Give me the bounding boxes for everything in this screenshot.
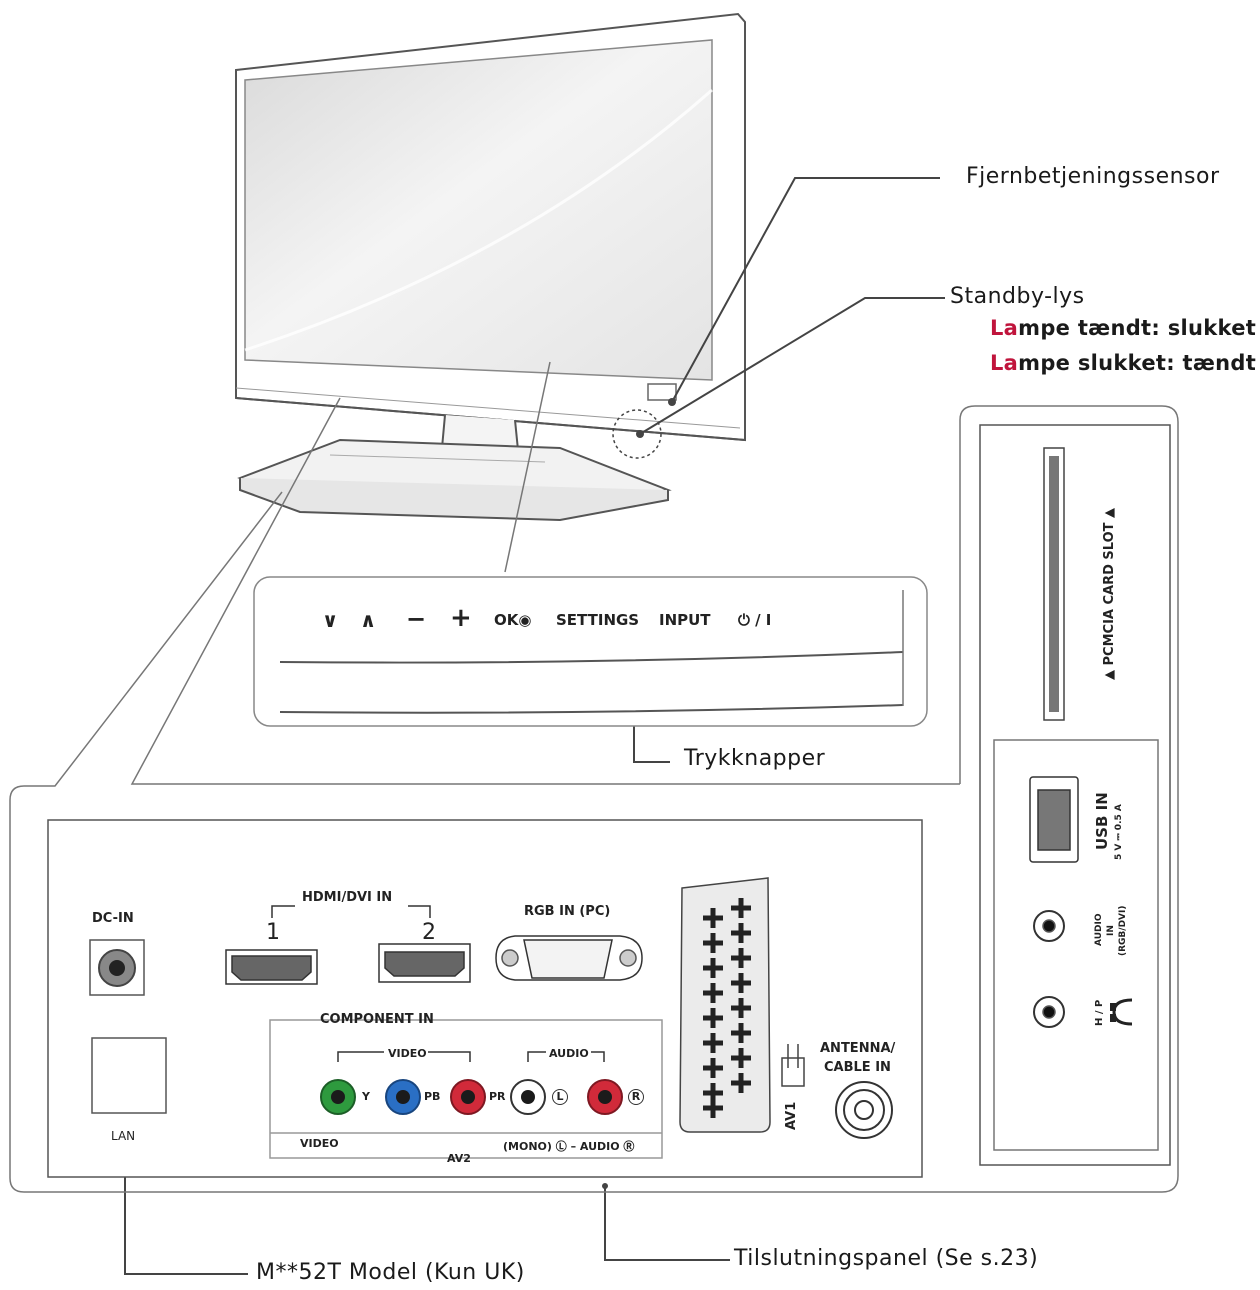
cable-in-label: CABLE IN: [824, 1060, 891, 1075]
hp-label: H / P: [1094, 999, 1105, 1026]
zoom-outlines: [9, 361, 1179, 1193]
push-buttons-label: Trykknapper: [684, 746, 826, 771]
component-audio-group-label: AUDIO: [549, 1047, 589, 1060]
scart-pins: [703, 898, 751, 1118]
hdmi-1-port-icon: [231, 955, 312, 981]
lamp-off-prefix: La: [990, 351, 1019, 375]
remote-sensor-label: Fjernbetjeningssensor: [966, 164, 1220, 189]
audio-l-jack-icon: [510, 1079, 546, 1115]
pr-jack-icon: [450, 1079, 486, 1115]
hdmi-2-label: 2: [422, 920, 436, 945]
minus-button-label: −: [406, 605, 427, 633]
leader-lines: [124, 177, 945, 1275]
lan-port-icon: [91, 1037, 167, 1114]
usb-port-icon: [1037, 789, 1071, 851]
r-label: R: [628, 1089, 644, 1105]
pb-jack-icon: [385, 1079, 421, 1115]
pr-label: PR: [489, 1090, 506, 1103]
rgb-vga-port-icon: [523, 939, 613, 979]
model-note-label: M**52T Model (Kun UK): [256, 1260, 525, 1285]
settings-button-label: SETTINGS: [556, 611, 640, 629]
plus-button-label: +: [450, 603, 472, 633]
ok-button-label: OK◉: [494, 611, 532, 629]
pcmcia-slot-label: ▲ PCMCIA CARD SLOT ▲: [1102, 507, 1117, 680]
scart-av1-port-icon: [679, 877, 771, 1133]
power-button-label: ⏻ / I: [738, 611, 772, 629]
lamp-off-rest: mpe slukket: tændt: [1018, 351, 1257, 375]
audio-in-label-3: (RGB/DVI): [1118, 905, 1128, 956]
lan-label: LAN: [111, 1129, 136, 1143]
hdmi-2-port-icon: [384, 951, 465, 977]
rgb-in-label: RGB IN (PC): [524, 904, 611, 919]
connection-panel-label: Tilslutningspanel (Se s.23): [734, 1246, 1039, 1271]
headphone-icon: [1112, 998, 1133, 1026]
component-in-label: COMPONENT IN: [320, 1012, 434, 1027]
control-panel: [253, 576, 928, 727]
rear-panel: [47, 819, 923, 1178]
input-button-label: INPUT: [659, 611, 711, 629]
lamp-on-prefix: La: [990, 316, 1019, 340]
standby-light-label: Standby-lys: [950, 284, 1085, 309]
dc-in-label: DC-IN: [92, 911, 134, 926]
l-label: L: [552, 1089, 568, 1105]
tv-monitor: [235, 12, 746, 522]
component-jacks: [320, 1079, 623, 1115]
pb-label: PB: [424, 1090, 441, 1103]
lamp-on-rest: mpe tændt: slukket: [1018, 316, 1257, 340]
hdmi-1-label: 1: [266, 920, 280, 945]
av1-label: AV1: [784, 1101, 799, 1130]
video-bottom-label: VIDEO: [300, 1137, 339, 1150]
mono-audio-label: (MONO) Ⓛ – AUDIO Ⓡ: [503, 1140, 635, 1153]
up-button-label: ∧: [360, 608, 377, 632]
av2-label: AV2: [447, 1152, 471, 1165]
audio-r-jack-icon: [587, 1079, 623, 1115]
audio-in-label-1: AUDIO: [1094, 913, 1104, 946]
side-panel: [979, 424, 1171, 1166]
lamp-off-label: Lampe slukket: tændt: [990, 351, 1256, 375]
y-jack-icon: [320, 1079, 356, 1115]
antenna-label: ANTENNA/: [820, 1041, 896, 1056]
lamp-on-label: Lampe tændt: slukket: [990, 316, 1256, 340]
y-label: Y: [362, 1090, 370, 1103]
component-video-group-label: VIDEO: [388, 1047, 427, 1060]
usb-in-label: USB IN: [1093, 792, 1111, 850]
usb-spec-label: 5 V ⎓ 0.5 A: [1114, 804, 1124, 860]
audio-in-label-2: IN: [1106, 925, 1116, 936]
standby-light-icon: [612, 409, 662, 459]
down-button-label: ∨: [322, 608, 339, 632]
hdmi-title-label: HDMI/DVI IN: [302, 890, 393, 905]
